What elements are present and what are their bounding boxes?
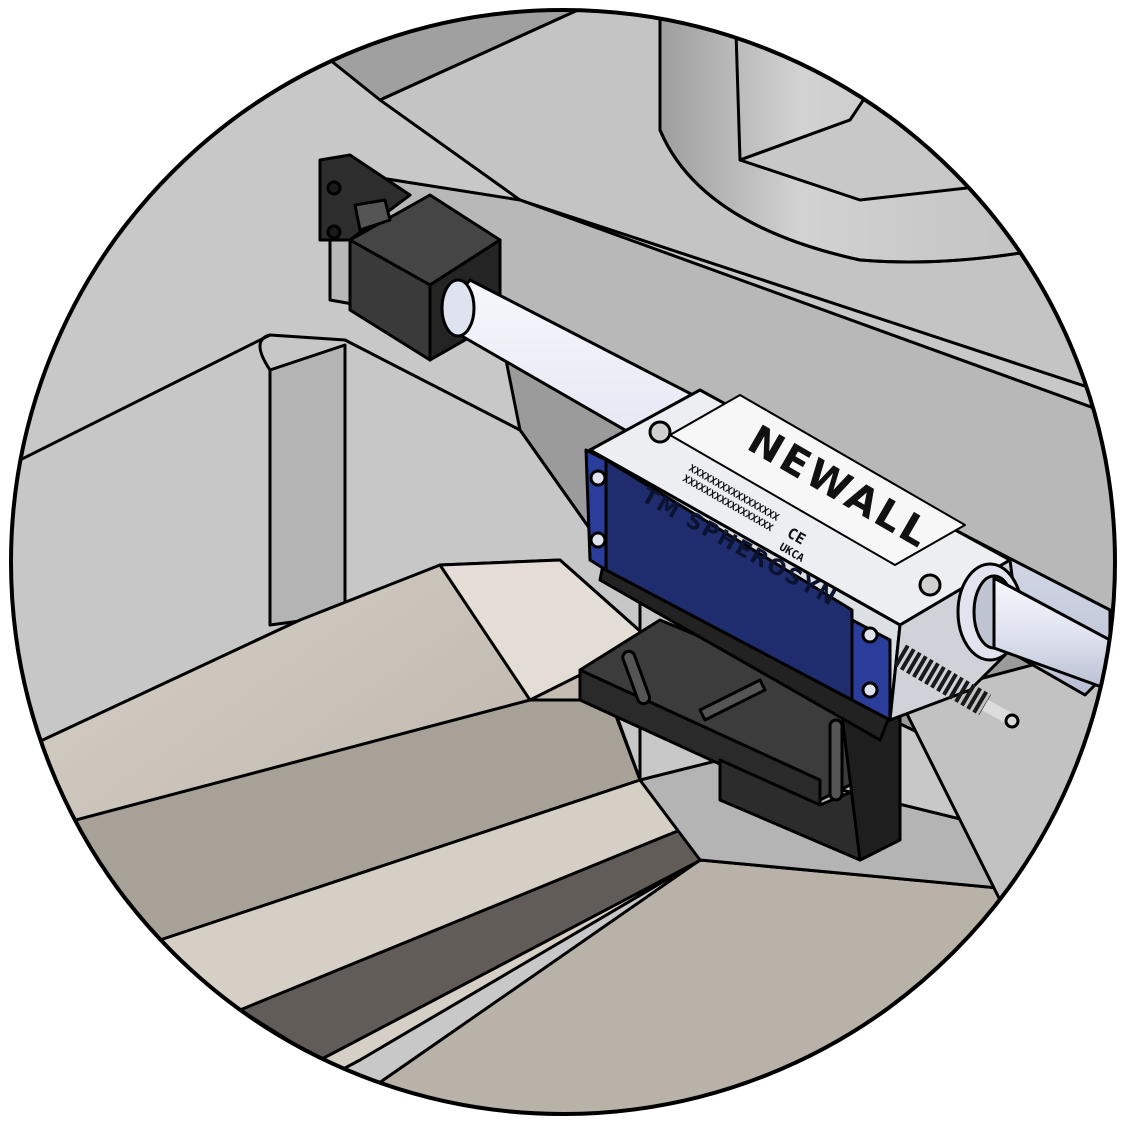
reader-cable [893, 644, 1020, 729]
seal-strip [604, 458, 854, 702]
reader-head: NEWALL XXXXXXXXXXXXXXXXX XXXXXXXXXXXXXXX… [584, 388, 1022, 742]
mount-hole-left [648, 420, 672, 444]
reader-mount-bracket [578, 618, 902, 862]
detail-circle-border [9, 8, 1117, 1116]
left-endcap [584, 448, 608, 572]
label-plate [669, 394, 966, 566]
mount-hole-right [918, 573, 942, 597]
rod-bushing [956, 562, 1112, 692]
trough [11, 558, 1115, 1114]
